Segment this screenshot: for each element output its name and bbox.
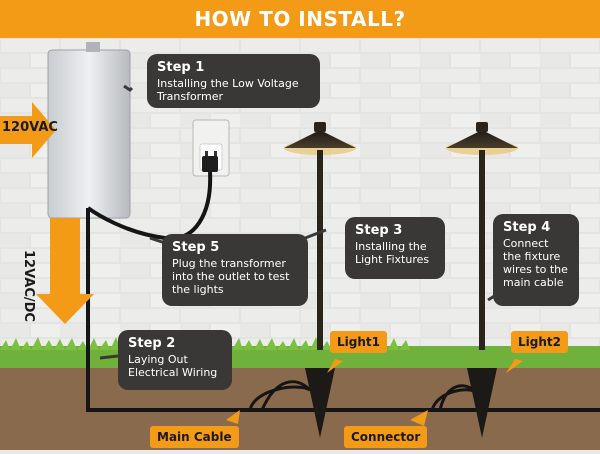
step3-title: Step 3 <box>355 223 403 238</box>
light-fixture-1 <box>284 122 356 438</box>
step2-title: Step 2 <box>128 336 176 351</box>
output-voltage-label: 12VAC/DC <box>21 250 36 322</box>
header-banner: HOW TO INSTALL? <box>0 0 600 38</box>
step5-callout: Step 5 Plug the transformer into the out… <box>162 234 308 306</box>
plug <box>202 156 218 172</box>
input-power-arrow <box>0 102 56 158</box>
step2-callout: Step 2 Laying Out Electrical Wiring <box>118 330 232 390</box>
main-cable-tag: Main Cable <box>150 426 239 448</box>
connector-tag: Connector <box>344 426 428 448</box>
page-title: HOW TO INSTALL? <box>194 7 406 31</box>
soil <box>0 360 600 450</box>
step4-callout: Step 4 Connect the fixture wires to the … <box>493 214 579 306</box>
output-power-arrow <box>36 218 94 324</box>
input-voltage-label: 120VAC <box>2 120 58 135</box>
light-fixture-2 <box>446 122 518 438</box>
step5-description: Plug the transformer into the outlet to … <box>172 257 290 296</box>
light2-tag: Light2 <box>511 331 568 353</box>
step3-callout: Step 3 Installing the Light Fixtures <box>345 217 445 279</box>
step1-description: Installing the Low Voltage Transformer <box>157 77 299 103</box>
transformer-box <box>47 49 131 219</box>
step1-title: Step 1 <box>157 60 205 75</box>
step2-description: Laying Out Electrical Wiring <box>128 353 218 379</box>
main-cable-line <box>86 208 600 412</box>
light1-tag: Light1 <box>330 331 387 353</box>
step1-callout: Step 1 Installing the Low Voltage Transf… <box>147 54 320 108</box>
step4-title: Step 4 <box>503 220 551 235</box>
step3-description: Installing the Light Fixtures <box>355 240 430 266</box>
step5-title: Step 5 <box>172 240 220 255</box>
step4-description: Connect the fixture wires to the main ca… <box>503 237 568 289</box>
